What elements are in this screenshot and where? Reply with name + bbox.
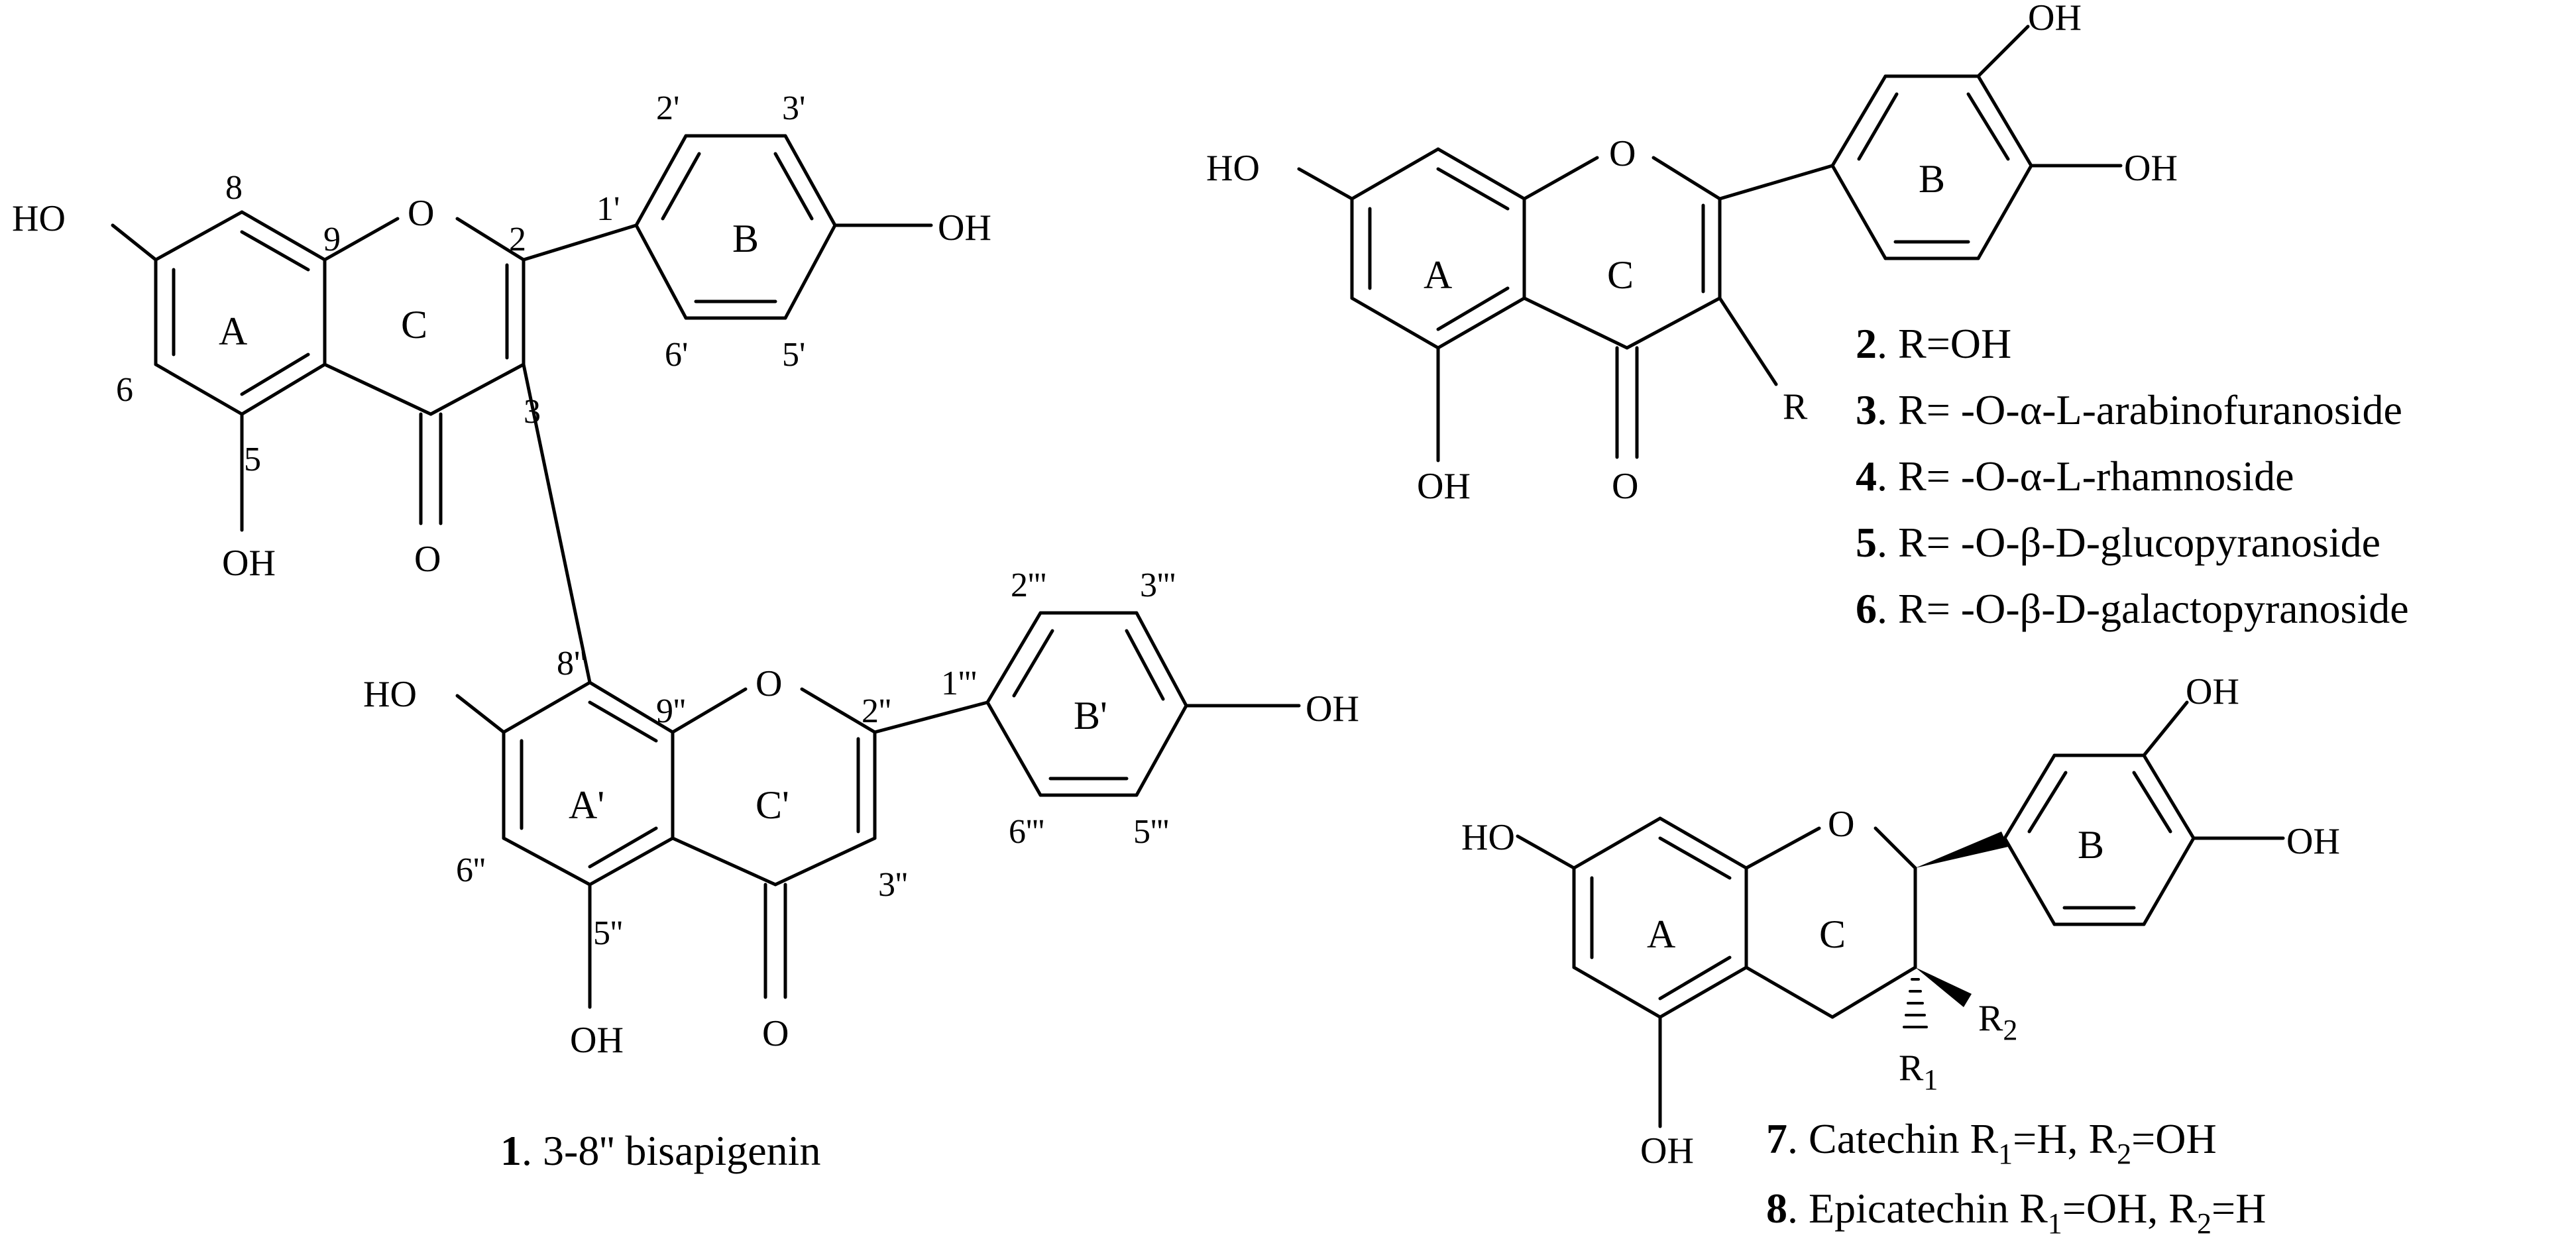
compound-7-8-r2: R2 (1978, 998, 2017, 1046)
compound-1-pos-3pp: 3'' (878, 866, 908, 904)
compound-7-8-ho-7: HO (1461, 817, 1515, 858)
compound-2-6-ring-oxygen: O (1609, 133, 1636, 174)
compound-4-legend: 4. R= -O-α-L-rhamnoside (1856, 453, 2294, 500)
compound-2-6-ring-b-bonds (1830, 74, 2033, 260)
compound-1-pos-1ppp: 1''' (941, 665, 977, 702)
compound-1-ring-a2-bonds (502, 680, 675, 887)
compound-1-ring-c-bonds (323, 217, 526, 525)
compound-1-ring-a-bonds (154, 210, 327, 416)
compound-7-8-r1: R1 (1899, 1048, 1938, 1096)
compound-7-8-structure: HO OH O OH OH R1 R2 A C B 7. Catechin R1… (1461, 671, 2340, 1240)
compound-6-legend: 6. R= -O-β-D-galactopyranoside (1856, 585, 2409, 632)
compound-1-caption: 1. 3-8'' bisapigenin (500, 1127, 820, 1174)
compound-7-8-oh-4p: OH (2286, 821, 2340, 862)
compound-2-6-oh7-bond (1297, 167, 1354, 201)
compound-1-pos-2pp: 2'' (862, 692, 891, 730)
compound-7-8-ring-c-bonds (1744, 826, 1917, 1019)
compound-1-ring2-oxygen: O (756, 663, 782, 704)
compound-2-legend: 2. R=OH (1856, 320, 2011, 367)
compound-2-6-ring-a-label: A (1424, 253, 1452, 297)
compound-1-pos-6ppp: 6''' (1009, 813, 1044, 851)
compound-7-legend: 7. Catechin R1=H, R2=OH (1766, 1115, 2217, 1170)
compound-1-c2pp-c1ppp-bond (873, 700, 989, 734)
compound-1-ring-c2-label: C' (756, 783, 789, 827)
compound-3-legend: 3. R= -O-α-L-arabinofuranoside (1856, 386, 2402, 433)
compound-1-pos-5p: 5' (782, 336, 805, 374)
compound-2-6-r-bond (1718, 296, 1778, 386)
compound-1-ring-b-label: B (732, 217, 759, 260)
compound-7-8-ring-c-label: C (1819, 912, 1846, 956)
compound-2-6-oh3p-bond (1976, 25, 2030, 78)
compound-1-ring-b-bonds (634, 134, 837, 320)
compound-1-ring-c2-bonds (671, 687, 877, 999)
compound-7-8-r1-hash (1903, 978, 1928, 1028)
compound-2-6-oh-4p: OH (2124, 148, 2178, 189)
compound-1-pos-8: 8 (225, 169, 243, 207)
compound-1-structure: HO OH OH O O HO OH OH O O 8 9 2 1' 2' 3'… (12, 89, 1359, 1174)
compound-1-oh-4ppp: OH (1306, 688, 1359, 730)
compound-2-6-oh-3p: OH (2028, 0, 2082, 38)
compound-1-oh7-bond (111, 223, 158, 262)
compound-1-keto-oxygen: O (414, 539, 441, 580)
compound-1-pos-8pp: 8'' (557, 645, 587, 682)
compound-2-6-ring-c-bonds (1522, 156, 1722, 459)
compound-1-pos-9pp: 9'' (656, 692, 686, 730)
compound-7-8-ring-b-label: B (2078, 823, 2104, 867)
compound-7-8-ring-a-label: A (1647, 912, 1675, 956)
compound-5-legend: 5. R= -O-β-D-glucopyranoside (1856, 519, 2380, 566)
compound-1-oh-5pp: OH (570, 1020, 624, 1061)
compound-1-pos-3ppp: 3''' (1140, 567, 1176, 604)
compound-1-pos-5ppp: 5''' (1133, 813, 1169, 851)
compound-1-pos-2ppp: 2''' (1011, 567, 1046, 604)
compound-2-6-c2-c1p-bond (1718, 164, 1834, 201)
compound-1-pos-9: 9 (323, 221, 341, 258)
compound-1-ring-c-label: C (401, 303, 427, 347)
compound-1-ring-a2-label: A' (569, 783, 604, 827)
compound-1-pos-3p: 3' (782, 89, 805, 127)
compound-2-6-ring-a-bonds (1350, 147, 1526, 350)
compound-1-pos-6: 6 (116, 371, 133, 409)
compound-2-6-keto-oxygen: O (1612, 466, 1638, 507)
compound-1-interflavonoid-bond (522, 362, 592, 684)
compound-7-8-ring-b-bonds (2003, 753, 2196, 926)
compound-2-6-r-group: R (1783, 386, 1808, 427)
compound-2-6-ring-c-label: C (1607, 253, 1634, 297)
compound-7-8-oh-3p: OH (2186, 671, 2239, 712)
compound-1-oh7pp-bond (455, 694, 506, 734)
compound-1-pos-6p: 6' (665, 336, 688, 374)
compound-1-pos-5: 5 (244, 441, 261, 478)
compound-1-ho-7: HO (12, 198, 66, 239)
compound-1-pos-2p: 2' (656, 89, 679, 127)
compound-7-8-oh7-bond (1516, 834, 1576, 870)
compound-2-6-structure: HO OH O O OH OH R A C B 2. R=OH 3. R= -O… (1206, 0, 2409, 632)
compound-1-oh-4p: OH (938, 207, 991, 248)
compound-1-pos-2: 2 (509, 221, 526, 258)
compound-7-8-oh3p-bond (2142, 700, 2189, 757)
compound-2-6-oh-5: OH (1417, 466, 1471, 507)
compound-1-ring-b2-label: B' (1074, 694, 1107, 737)
compound-1-pos-5pp: 5'' (593, 914, 623, 952)
compound-7-8-ring-oxygen: O (1828, 804, 1854, 845)
compound-2-6-ho-7: HO (1206, 148, 1260, 189)
compound-1-ring-a-label: A (219, 309, 247, 353)
compound-1-ring-oxygen: O (408, 193, 434, 234)
compound-7-8-c2-wedge (1915, 832, 2008, 868)
compound-1-c2-c1p-bond (522, 223, 638, 262)
compound-7-8-ring-a-bonds (1572, 816, 1748, 1019)
compound-1-oh-5: OH (222, 543, 276, 584)
compound-1-pos-6pp: 6'' (456, 851, 486, 889)
compound-1-pos-1p: 1' (596, 190, 620, 228)
compound-1-keto2-oxygen: O (762, 1013, 789, 1054)
compound-7-8-r2-wedge (1915, 967, 1972, 1007)
compound-7-8-oh-5: OH (1640, 1130, 1694, 1171)
compound-8-legend: 8. Epicatechin R1=OH, R2=H (1766, 1185, 2266, 1240)
compound-1-ho-7pp: HO (363, 674, 417, 715)
compound-1-pos-3: 3 (524, 393, 541, 431)
compound-1-ring-b2-bonds (985, 611, 1188, 797)
compound-2-6-ring-b-label: B (1919, 157, 1945, 201)
